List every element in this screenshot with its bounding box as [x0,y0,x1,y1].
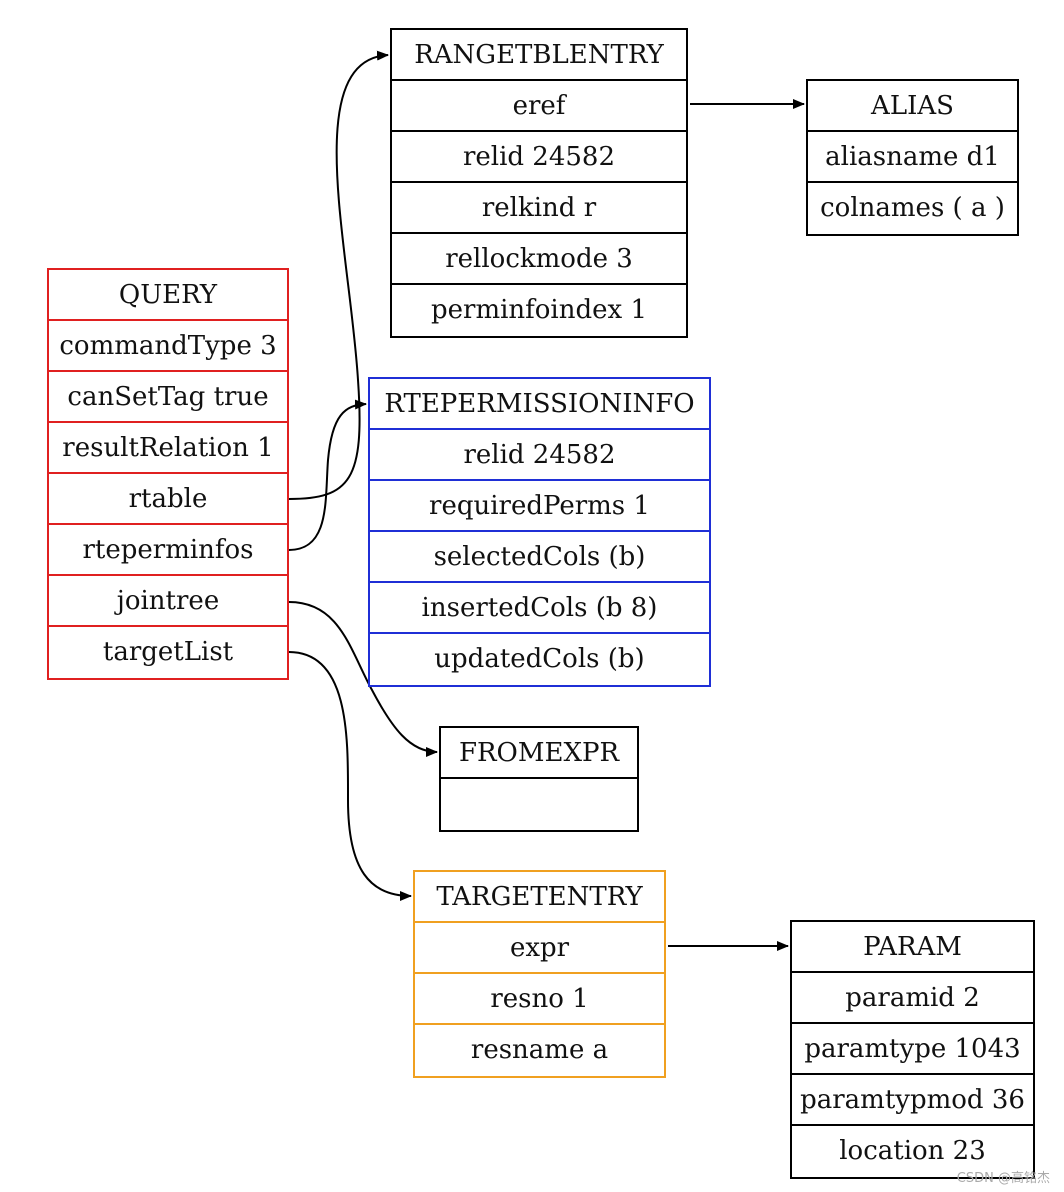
query-field-jointree: jointree [49,576,287,627]
param-field-paramtypmod: paramtypmod 36 [792,1075,1033,1126]
rtepermissioninfo-field-requiredperms: requiredPerms 1 [370,481,709,532]
rangetblentry-field-perminfoindex: perminfoindex 1 [430,295,647,325]
fromexpr-node: FROMEXPR [439,726,639,832]
rangetblentry-field-rellockmode: rellockmode 3 [392,234,686,285]
param-node-title: PARAM [792,922,1033,973]
alias-field-aliasname: aliasname d1 [808,132,1017,183]
rtepermissioninfo-node-title: RTEPERMISSIONINFO [370,379,709,430]
rangetblentry-node-title: RANGETBLENTRY [392,30,686,81]
fromexpr-node-title: FROMEXPR [441,728,637,779]
watermark-text: CSDN @高铭杰 [956,1171,1050,1186]
targetentry-field-resname: resname a [470,1035,609,1065]
rtepermissioninfo-field-updatedcols: updatedCols (b) [434,644,645,674]
targetentry-node: TARGETENTRY expr resno 1 resname a [413,870,666,1078]
param-field-paramtype: paramtype 1043 [792,1024,1033,1075]
targetentry-field-expr: expr [415,923,664,974]
query-node: QUERY commandType 3 canSetTag true resul… [47,268,289,680]
edge-rtable-to-rangetblentry [288,50,389,500]
rangetblentry-field-relid: relid 24582 [392,132,686,183]
edge-rteperminfos-to-rtepermissioninfo [288,399,367,551]
query-field-commandtype: commandType 3 [49,321,287,372]
rtepermissioninfo-field-insertedcols: insertedCols (b 8) [370,583,709,634]
query-field-rteperminfos: rteperminfos [49,525,287,576]
targetentry-field-resno: resno 1 [415,974,664,1025]
query-node-title: QUERY [49,270,287,321]
query-field-targetlist: targetList [102,637,234,667]
rtepermissioninfo-node: RTEPERMISSIONINFO relid 24582 requiredPe… [368,377,711,687]
rangetblentry-field-relkind: relkind r [392,183,686,234]
alias-node: ALIAS aliasname d1 colnames ( a ) [806,79,1019,236]
query-field-rtable: rtable [49,474,287,525]
rangetblentry-field-eref: eref [392,81,686,132]
fromexpr-empty-field [441,779,637,830]
alias-field-colnames: colnames ( a ) [820,193,1005,223]
targetentry-node-title: TARGETENTRY [415,872,664,923]
param-node: PARAM paramid 2 paramtype 1043 paramtypm… [790,920,1035,1179]
param-field-location: location 23 [839,1136,986,1166]
query-field-resultrelation: resultRelation 1 [49,423,287,474]
rtepermissioninfo-field-relid: relid 24582 [370,430,709,481]
rangetblentry-node: RANGETBLENTRY eref relid 24582 relkind r… [390,28,688,338]
query-field-cansettag: canSetTag true [49,372,287,423]
rtepermissioninfo-field-selectedcols: selectedCols (b) [370,532,709,583]
param-field-paramid: paramid 2 [792,973,1033,1024]
alias-node-title: ALIAS [808,81,1017,132]
edge-targetlist-to-targetentry [288,651,412,901]
